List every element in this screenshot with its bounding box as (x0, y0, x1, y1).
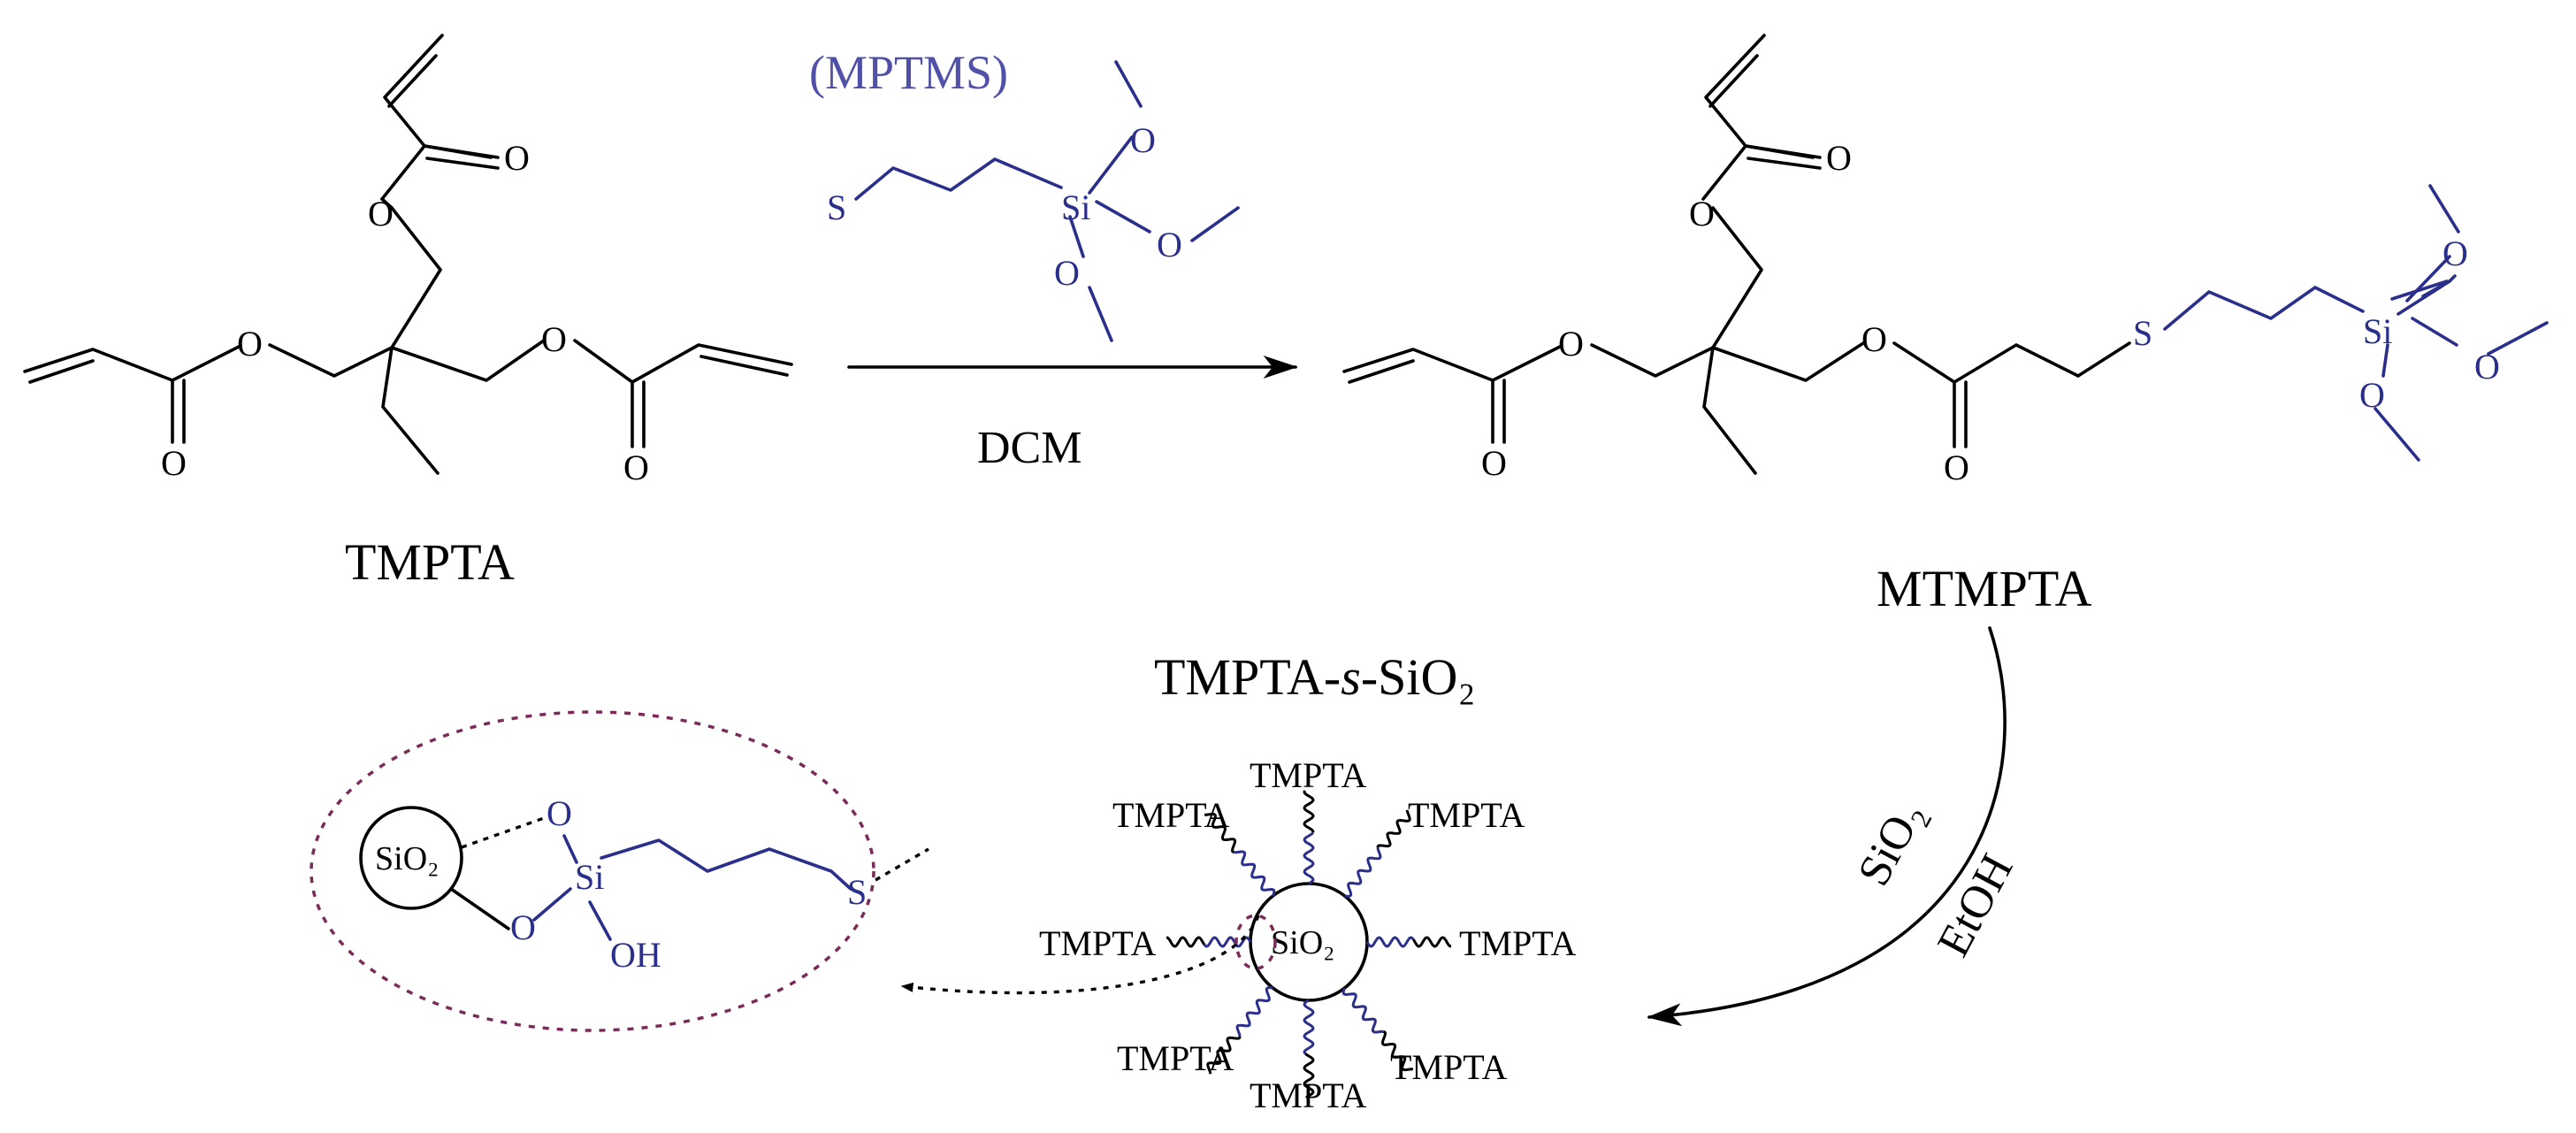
mtmpta-label: MTMPTA (1877, 560, 2092, 617)
solvent-dcm: DCM (977, 423, 1082, 473)
atom-o: O (161, 443, 187, 483)
particle-arms (1166, 790, 1451, 1099)
curved-reaction-arrow (1647, 626, 2007, 1027)
atom-o: O (1558, 324, 1584, 364)
arm-label: TMPTA (1039, 923, 1156, 963)
particle-tether (1204, 812, 1237, 854)
particle-tether (1344, 846, 1382, 898)
particle-tether (1303, 1053, 1315, 1099)
arm-label: TMPTA (1250, 1076, 1366, 1115)
particle-tether (1365, 936, 1415, 948)
atom-o: O (368, 194, 394, 233)
particle-tether (1412, 936, 1451, 948)
solvent-etoh: EtOH (1928, 846, 2022, 965)
arm-label: TMPTA (1408, 795, 1525, 835)
atom-si: Si (1061, 188, 1090, 227)
atom-o: O (1826, 138, 1852, 178)
mptms-label: (MPTMS) (809, 46, 1008, 99)
tmpta-molecule: O O O O O O (23, 34, 793, 487)
sio2-particle (359, 806, 463, 910)
atom-o: O (504, 138, 530, 178)
atom-o: O (2442, 233, 2468, 273)
zoom-source-ellipse (1234, 914, 1277, 970)
tmpta-s-sio2-particle: SiO₂ TMPTA TMPTA TMPTA TMPTA TMPTA TMPTA… (1039, 755, 1576, 1115)
atom-o: O (547, 793, 572, 833)
arm-label: TMPTA (1112, 795, 1229, 835)
particle-tether (1234, 850, 1276, 897)
atom-oh: OH (610, 935, 661, 975)
atom-o: O (1054, 253, 1080, 293)
atom-o: O (510, 907, 536, 947)
particle-tether (1206, 1036, 1242, 1075)
arm-label: TMPTA (1117, 1038, 1234, 1078)
atom-o: O (1861, 319, 1887, 359)
atom-o: O (623, 448, 649, 487)
particle-tether (1342, 987, 1384, 1034)
atom-o: O (2474, 347, 2500, 387)
atom-o: O (2359, 375, 2385, 415)
atom-o: O (541, 319, 567, 359)
atom-o: O (237, 324, 263, 364)
zoom-pointer-arrow (900, 915, 1260, 995)
particle-tether (1376, 809, 1411, 848)
reagent-sio2: SiO₂ (1848, 792, 1934, 893)
arm-label: TMPTA (1390, 1047, 1507, 1087)
detail-ellipse (310, 710, 875, 1032)
surface-bond-detail: SiO₂ O O Si OH S (310, 710, 929, 1032)
arm-label: TMPTA (1250, 755, 1366, 795)
atom-o: O (1481, 443, 1507, 483)
product-label: TMPTA-s-SiO₂ (1154, 648, 1476, 706)
particle-tether (1235, 986, 1273, 1037)
particle-tether (1303, 999, 1315, 1055)
tmpta-label: TMPTA (345, 533, 515, 591)
atom-o: O (1689, 194, 1715, 233)
mptms-molecule: S Si O O O (827, 60, 1240, 342)
atom-si: Si (575, 857, 604, 897)
atom-s: S (827, 188, 846, 227)
atom-o: O (1944, 448, 1969, 487)
atom-o: O (1157, 225, 1182, 264)
particle-tether (1303, 831, 1315, 885)
particle-tether (1380, 1030, 1413, 1072)
particle-tether (1303, 790, 1315, 833)
sio2-particle-label: SiO₂ (375, 840, 439, 877)
atom-o: O (1130, 120, 1156, 160)
particle-tether (1203, 936, 1252, 948)
arm-label: TMPTA (1459, 923, 1576, 963)
sio2-core-label: SiO₂ (1271, 924, 1334, 961)
atom-s: S (2133, 313, 2152, 353)
mtmpta-molecule: O O O O O O S Si O O O (1342, 34, 2549, 487)
particle-tether (1166, 936, 1206, 948)
atom-si: Si (2363, 311, 2392, 351)
atom-s: S (847, 872, 867, 912)
